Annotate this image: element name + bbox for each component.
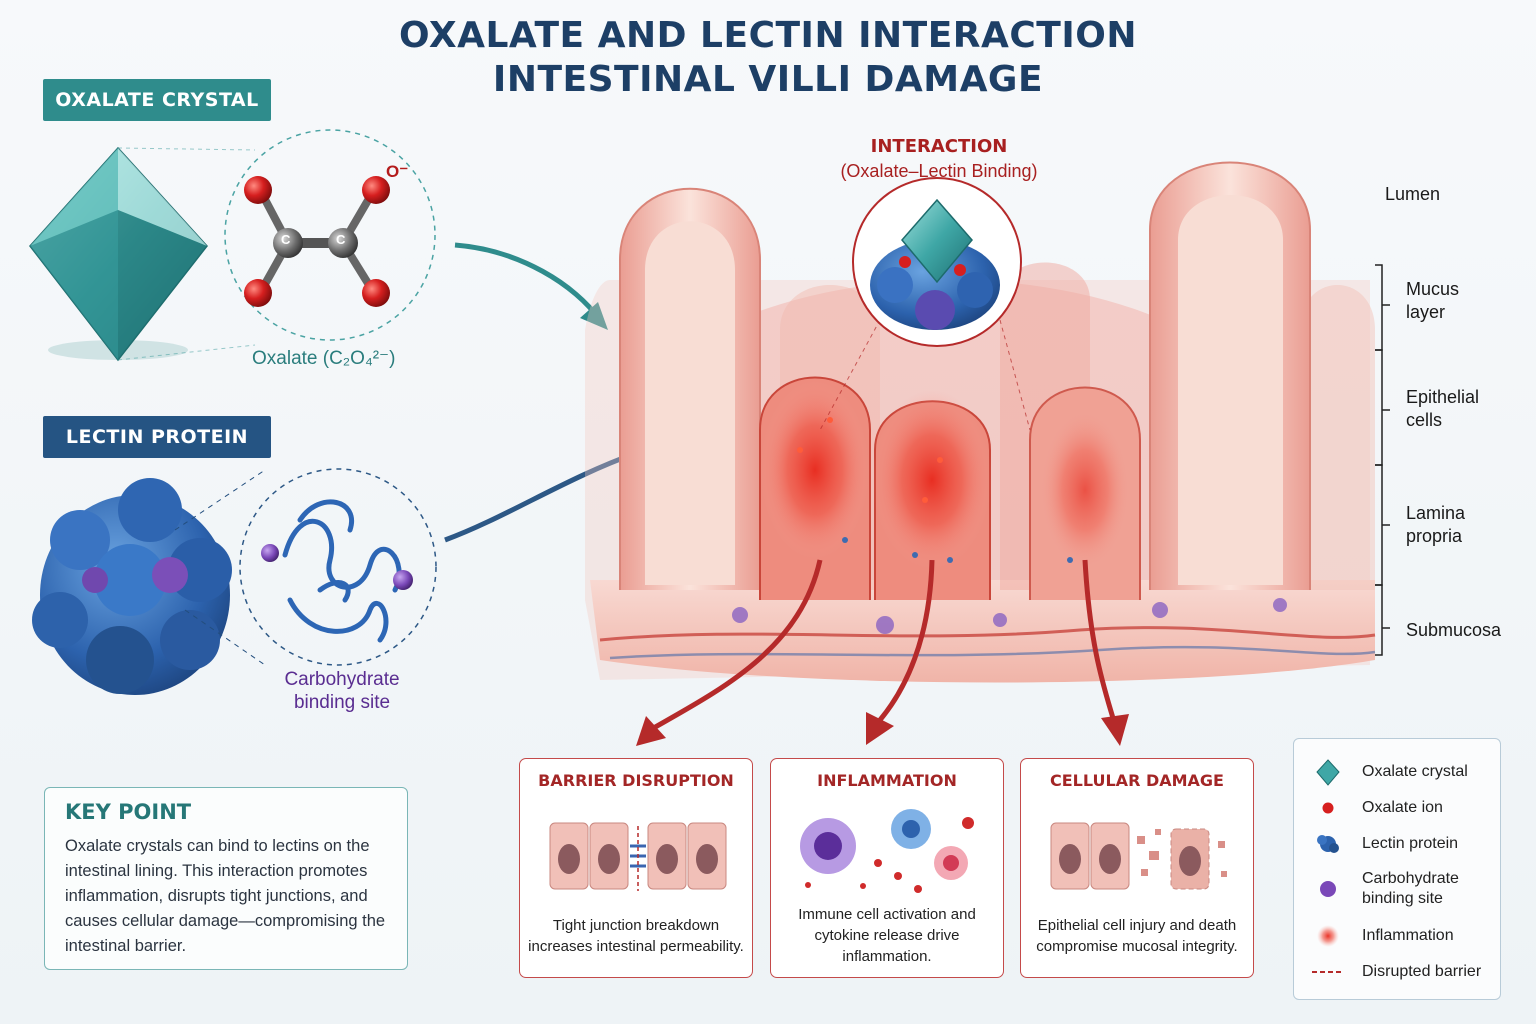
layer-epithelial: Epithelial cells bbox=[1406, 387, 1480, 430]
binding-site-right bbox=[393, 570, 413, 590]
legend-item: Carbohydrate binding site bbox=[1294, 869, 1502, 909]
oxalate-arrow bbox=[454, 242, 603, 322]
lectin-protein-tag: LECTIN PROTEIN bbox=[43, 416, 271, 458]
effect-title: INFLAMMATION bbox=[817, 771, 957, 790]
legend-item: Oxalate crystal bbox=[1294, 757, 1502, 787]
layer-submucosa: Submucosa bbox=[1406, 620, 1502, 640]
legend: Oxalate crystal Oxalate ion Lectin prote… bbox=[1293, 738, 1501, 1000]
disrupted-barrier-icon bbox=[1294, 957, 1362, 987]
oxalate-zoom-circle bbox=[224, 129, 436, 341]
oxalate-crystal bbox=[29, 146, 208, 362]
oxalate-charge: O⁻ bbox=[386, 162, 409, 181]
legend-item: Lectin protein bbox=[1294, 829, 1502, 859]
legend-item: Inflammation bbox=[1294, 921, 1502, 951]
oxalate-formula: Oxalate (C₂O₄²⁻) bbox=[252, 348, 396, 369]
oxalate-molecule bbox=[244, 176, 390, 307]
interaction-title: INTERACTION bbox=[870, 136, 1008, 157]
inflammation-icon bbox=[1294, 921, 1362, 951]
arrow-damage bbox=[1082, 559, 1118, 726]
binding-site-left bbox=[261, 544, 279, 562]
carbon-atom-1: C bbox=[281, 232, 291, 247]
damaged-cells-illustration bbox=[1050, 822, 1227, 890]
oxalate-crystal-tag: OXALATE CRYSTAL bbox=[43, 79, 271, 121]
carbohydrate-site-label: Carbohydrate binding site bbox=[284, 669, 400, 713]
layer-mucus: Mucus layer bbox=[1406, 279, 1460, 322]
layer-lumen: Lumen bbox=[1385, 184, 1441, 204]
effect-caption: Epithelial cell injury and death comprom… bbox=[1036, 917, 1238, 955]
effect-cellular-damage: CELLULAR DAMAGE Epithelial cell injury a… bbox=[1020, 758, 1254, 978]
page-title: OXALATE AND LECTIN INTERACTION INTESTINA… bbox=[0, 14, 1536, 102]
carbohydrate-site-icon bbox=[1294, 874, 1362, 904]
interaction-complex bbox=[870, 198, 1000, 330]
lectin-ribbon bbox=[282, 499, 402, 643]
intestinal-tissue bbox=[585, 161, 1376, 683]
title-line-1: OXALATE AND LECTIN INTERACTION bbox=[399, 15, 1137, 56]
effect-inflammation: INFLAMMATION Immune cell activation and … bbox=[770, 758, 1004, 978]
layer-bracket bbox=[1375, 264, 1390, 656]
immune-cells-illustration bbox=[800, 809, 974, 893]
effect-caption: Tight junction breakdown increases intes… bbox=[528, 917, 744, 955]
effect-barrier-disruption: BARRIER DISRUPTION Tight junction breakd… bbox=[519, 758, 753, 978]
lectin-protein-icon bbox=[1294, 829, 1362, 859]
legend-item: Oxalate ion bbox=[1294, 793, 1502, 823]
title-line-2: INTESTINAL VILLI DAMAGE bbox=[492, 59, 1044, 100]
key-point-text: Oxalate crystals can bind to lectins on … bbox=[65, 837, 386, 955]
effect-title: CELLULAR DAMAGE bbox=[1050, 771, 1224, 790]
arrow-barrier bbox=[648, 559, 823, 733]
key-point-heading: KEY POINT bbox=[65, 800, 192, 824]
interaction-subtitle: (Oxalate–Lectin Binding) bbox=[840, 161, 1038, 181]
arrow-inflammation bbox=[878, 559, 935, 722]
lectin-protein bbox=[32, 478, 232, 695]
effect-title: BARRIER DISRUPTION bbox=[538, 771, 734, 790]
key-point-box: KEY POINT Oxalate crystals can bind to l… bbox=[44, 787, 408, 970]
oxalate-crystal-icon bbox=[1294, 757, 1362, 787]
legend-item: Disrupted barrier bbox=[1294, 957, 1502, 987]
carbon-atom-2: C bbox=[336, 232, 346, 247]
oxalate-ion-icon bbox=[1294, 793, 1362, 823]
barrier-cells-illustration bbox=[549, 822, 727, 891]
layer-lamina: Lamina propria bbox=[1406, 503, 1466, 546]
effect-caption: Immune cell activation and cytokine rele… bbox=[798, 906, 976, 965]
lectin-zoom-circle bbox=[239, 468, 437, 666]
